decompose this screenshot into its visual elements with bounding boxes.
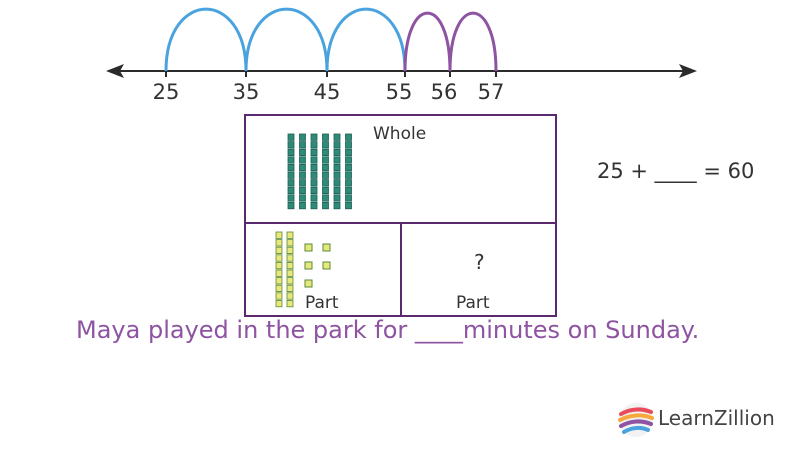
story-sentence: Maya played in the park for ____minutes … [76,316,700,344]
purple-jump-arc-5 [448,11,498,72]
blue-jump-arc-1 [164,7,248,72]
purple-jump-arc-4 [403,11,452,72]
number-line-label-57: 57 [477,80,505,104]
learnzillion-logo-text: LearnZillion [658,406,775,430]
part-box-right [400,222,557,317]
number-line-label-25: 25 [152,80,180,104]
right-arrow-icon [679,64,697,78]
number-line-label-55: 55 [385,80,413,104]
equation: 25 + ____ = 60 [597,159,755,183]
blue-jump-arc-2 [244,7,329,72]
part-label-right: Part [456,293,490,313]
learnzillion-logo-icon [618,403,654,437]
number-line [106,7,697,78]
part-label-left: Part [305,293,339,313]
whole-label: Whole [373,124,427,144]
number-line-label-45: 45 [313,80,341,104]
number-line-label-35: 35 [232,80,260,104]
unknown-part-mark: ? [474,250,485,274]
number-line-label-56: 56 [430,80,458,104]
left-arrow-icon [106,64,124,78]
blue-jump-arc-3 [325,7,407,72]
